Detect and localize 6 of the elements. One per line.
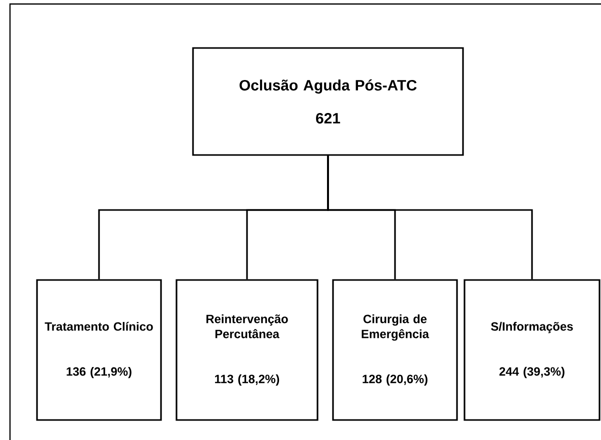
box: Tratamento Clínico 136 (21,9%) (36, 279, 162, 421)
connector-line (327, 156, 533, 280)
box: Cirurgia de Emergência 128 (20,6%) (332, 279, 458, 421)
box: S/Informações 244 (39,3%) (464, 279, 600, 421)
box: Oclusão Aguda Pós-ATC 621 (192, 47, 464, 156)
box: Reintervenção Percutânea 113 (18,2%) (176, 279, 318, 421)
